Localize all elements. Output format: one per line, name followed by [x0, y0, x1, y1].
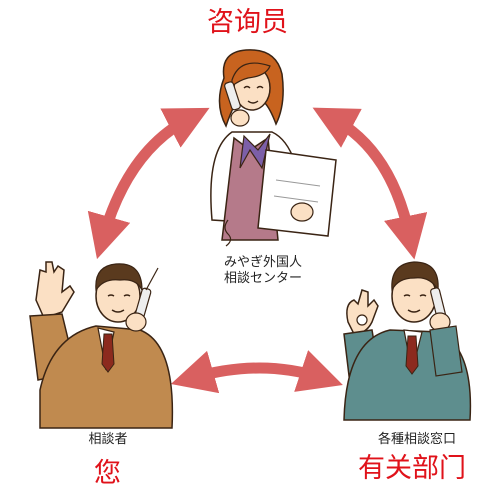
office-label: 有关部门 — [358, 453, 466, 484]
consultant-woman-icon — [210, 49, 337, 247]
client-label: 您 — [94, 458, 121, 489]
office-man-icon — [343, 261, 472, 421]
center-name-line2: 相談センター — [223, 271, 302, 286]
center-name-line1: みやぎ外国人 — [223, 255, 302, 270]
arrow-consultant-client — [87, 107, 210, 260]
arrow-consultant-office — [312, 107, 428, 260]
arrow-client-office — [170, 350, 343, 394]
office-small-label: 各種相談窓口 — [377, 432, 456, 447]
client-small-label: 相談者 — [88, 432, 128, 447]
client-man-icon — [29, 261, 174, 429]
center-name-label: みやぎ外国人 相談センター — [208, 255, 318, 287]
consultant-label: 咨询员 — [207, 7, 288, 38]
